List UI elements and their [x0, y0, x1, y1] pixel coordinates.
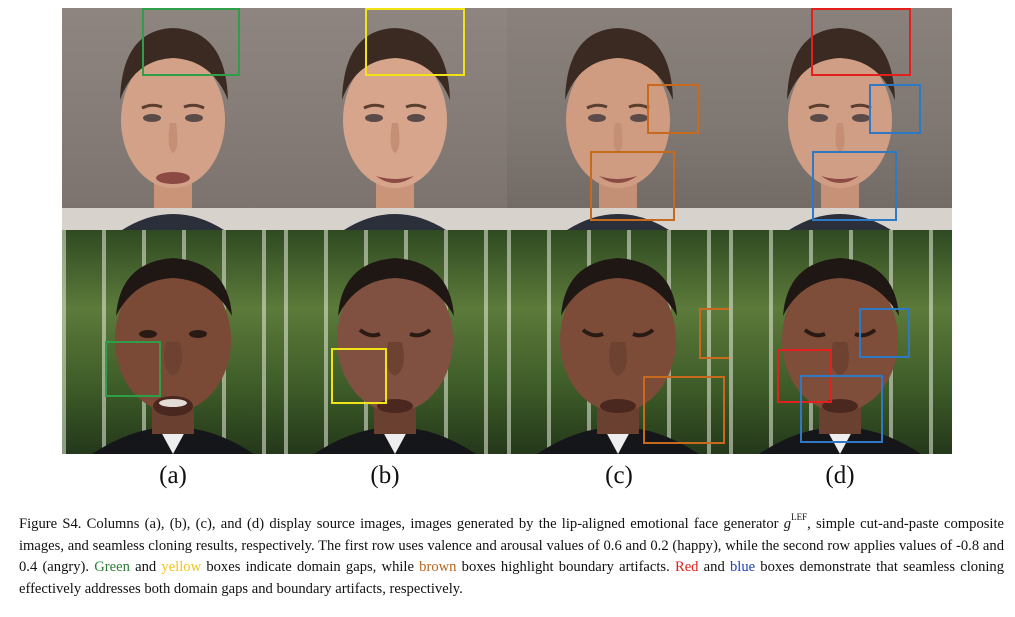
- photo-row1-col-a: [62, 8, 284, 230]
- yellow-box: [365, 8, 465, 76]
- photo-row1-col-d: [729, 8, 952, 230]
- figure-image-grid: [62, 8, 952, 454]
- brown-box: [590, 151, 675, 221]
- caption-g-superscript: LEF: [791, 512, 808, 522]
- photo-row2-col-d: [729, 230, 952, 454]
- portrait-face: [92, 258, 254, 454]
- blue-box: [859, 308, 910, 358]
- caption-yellow-word: yellow: [161, 559, 202, 575]
- caption-and-2: and: [698, 559, 730, 575]
- photo-row1-col-c: [507, 8, 729, 230]
- column-label-c: (c): [605, 462, 633, 489]
- photo-row1-col-b: [284, 8, 507, 230]
- photo-row2-col-b: [284, 230, 507, 454]
- caption-mid-1: boxes indicate domain gaps, while: [201, 559, 420, 575]
- photo-row2-col-a: [62, 230, 284, 454]
- brown-box: [647, 84, 699, 134]
- green-box: [142, 8, 240, 76]
- blue-box: [869, 84, 921, 134]
- brown-box: [643, 376, 725, 444]
- portrait-face: [729, 28, 952, 230]
- caption-g-symbol: g: [783, 516, 792, 532]
- caption-after-g: , simple cut-and-paste composite images,…: [19, 516, 1005, 575]
- column-label-d: (d): [825, 462, 855, 489]
- brown-box: [699, 308, 729, 359]
- caption-and-1: and: [129, 559, 162, 575]
- caption-mid-2: boxes highlight boundary artifacts.: [456, 559, 675, 575]
- caption-brown-word: brown: [419, 559, 457, 575]
- red-box: [811, 8, 911, 76]
- caption-green-word: Green: [94, 559, 130, 575]
- figure-caption: Figure S4. Columns (a), (b), (c), and (d…: [19, 512, 1005, 600]
- blue-box: [800, 375, 883, 443]
- caption-red-word: Red: [674, 559, 699, 575]
- photo-row2-col-c: [507, 230, 729, 454]
- column-label-a: (a): [159, 462, 187, 489]
- yellow-box: [331, 348, 387, 404]
- blue-box: [812, 151, 897, 221]
- caption-tail: boxes demonstrate that seamless cloning …: [19, 559, 1005, 597]
- portrait-face: [284, 28, 507, 230]
- column-label-b: (b): [370, 462, 400, 489]
- caption-blue-word: blue: [729, 559, 756, 575]
- caption-lead: Figure S4. Columns (a), (b), (c), and (d…: [19, 516, 784, 532]
- portrait-face: [314, 258, 476, 454]
- green-box: [105, 341, 161, 397]
- portrait-face: [62, 28, 284, 230]
